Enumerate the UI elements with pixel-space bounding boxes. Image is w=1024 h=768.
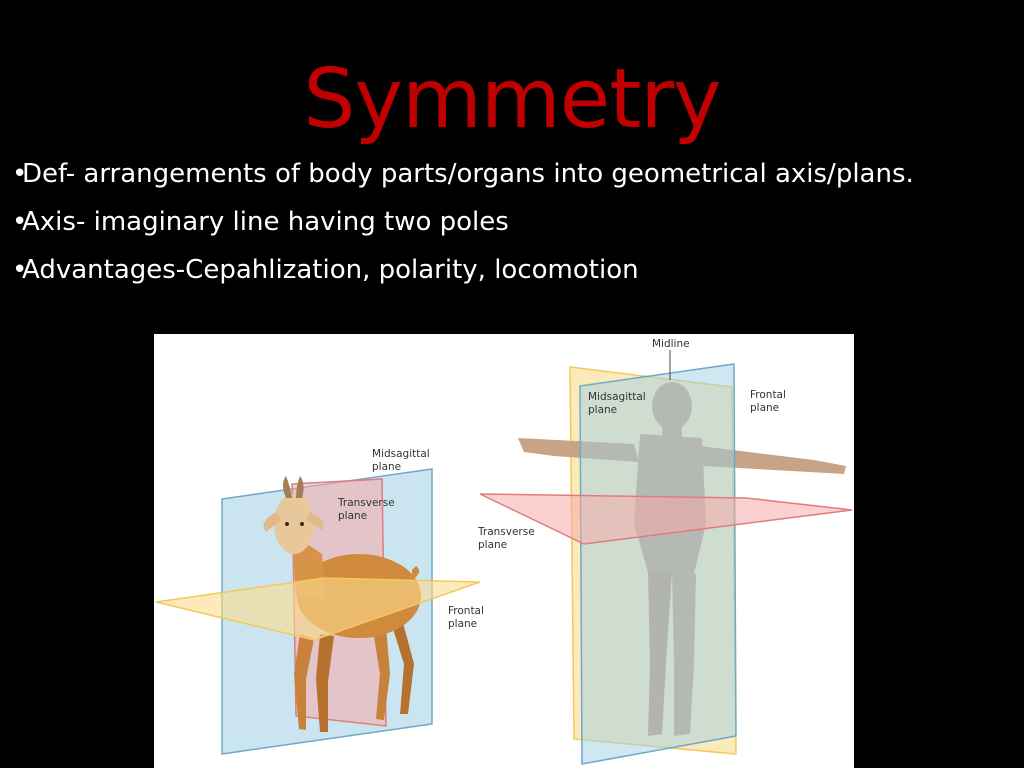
goat-head [274,494,314,554]
bullet-item-definition: •Def- arrangements of body parts/organs … [12,150,914,198]
slide-title: Symmetry [303,52,721,147]
goat-eye-2 [300,522,304,526]
goat-hind-leg-2 [390,619,414,714]
bullet-item-advantages: •Advantages-Cepahlization, polarity, loc… [12,246,914,294]
bullet-text: Advantages-Cepahlization, polarity, loco… [22,255,639,285]
goat-midsagittal-label-line1: Midsagittal [372,448,430,460]
bullet-text: Def- arrangements of body parts/organs i… [22,159,914,189]
goat-ear [263,512,282,532]
human-frontal-label-line2: plane [750,402,779,414]
human-transverse-plane [479,493,853,545]
goat-front-leg-2 [316,634,334,732]
body-planes-figure: Midsagittal plane Transverse plane Front… [154,334,854,768]
bullet-item-axis: •Axis- imaginary line having two poles [12,198,914,246]
goat-horn [283,476,292,498]
human-midline-label: Midline [652,338,690,350]
goat-frontal-label-line1: Frontal [448,605,484,617]
goat-tail [412,561,421,580]
goat-midsagittal-label-line2: plane [372,461,401,473]
bullet-marker: • [12,207,28,237]
goat-frontal-label-line2: plane [448,618,477,630]
human-midsagittal-label-line1: Midsagittal [588,391,646,403]
goat-hind-leg [372,624,390,720]
goat-transverse-label-line1: Transverse [337,497,395,509]
bullet-text: Axis- imaginary line having two poles [22,207,509,237]
human-frontal-label-line1: Frontal [750,389,786,401]
human-diagram: Midline Midsagittal plane Frontal plane … [477,338,853,765]
goat-horn-2 [296,476,304,498]
goat-front-leg [294,634,314,730]
human-transverse-label-line2: plane [478,539,507,551]
goat-transverse-label-line2: plane [338,510,367,522]
body-planes-illustration: Midsagittal plane Transverse plane Front… [155,338,853,765]
goat-diagram: Midsagittal plane Transverse plane Front… [155,448,484,755]
bullet-marker: • [12,159,28,189]
goat-ear-2 [306,512,324,530]
goat-eye [285,522,289,526]
bullet-marker: • [12,255,28,285]
goat-transverse-plane [155,577,481,641]
bullet-list: •Def- arrangements of body parts/organs … [12,150,914,294]
human-midsagittal-label-line2: plane [588,404,617,416]
human-transverse-label-line1: Transverse [477,526,535,538]
human-right-arm [700,446,846,474]
human-midsagittal-plane [579,363,737,765]
